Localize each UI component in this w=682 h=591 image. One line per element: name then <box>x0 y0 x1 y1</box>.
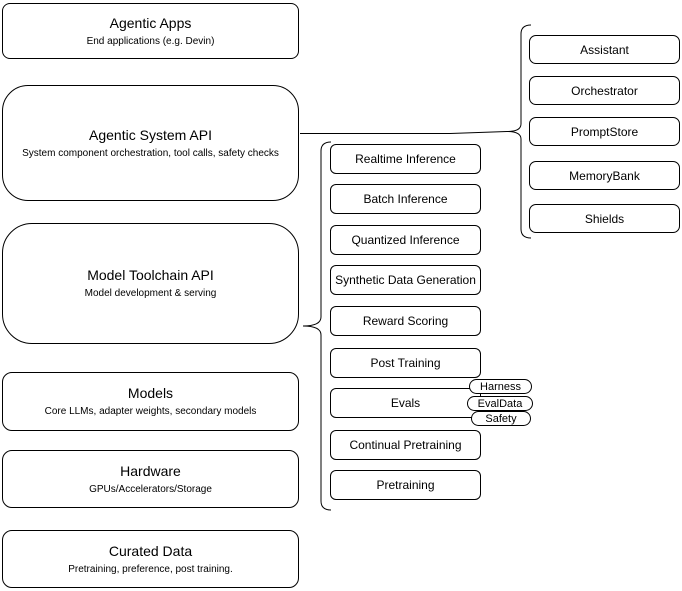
toolchain-item-reward-scoring: Reward Scoring <box>330 306 481 336</box>
node-model-toolchain-api: Model Toolchain API Model development & … <box>2 223 299 344</box>
node-subtitle: End applications (e.g. Devin) <box>86 35 215 47</box>
toolchain-item-post-training: Post Training <box>330 348 481 378</box>
node-subtitle: Model development & serving <box>84 288 217 299</box>
node-agentic-apps: Agentic Apps End applications (e.g. Devi… <box>2 3 299 59</box>
system-component-promptstore: PromptStore <box>529 117 680 146</box>
system-api-brace <box>506 24 532 239</box>
node-hardware: Hardware GPUs/Accelerators/Storage <box>2 450 299 508</box>
node-title: Agentic System API <box>89 126 212 143</box>
evals-tag-evaldata: EvalData <box>467 396 533 411</box>
system-component-shields: Shields <box>529 204 680 233</box>
node-models: Models Core LLMs, adapter weights, secon… <box>2 372 299 431</box>
node-subtitle: System component orchestration, tool cal… <box>22 147 279 159</box>
toolchain-item-quantized-inference: Quantized Inference <box>330 225 481 255</box>
toolchain-item-pretraining: Pretraining <box>330 470 481 500</box>
system-api-connector-line <box>300 131 508 134</box>
node-title: Curated Data <box>108 542 193 559</box>
system-component-memorybank: MemoryBank <box>529 161 680 190</box>
evals-tag-safety: Safety <box>471 411 531 426</box>
node-title: Models <box>127 385 174 401</box>
toolchain-item-batch-inference: Batch Inference <box>330 184 481 214</box>
toolchain-item-realtime-inference: Realtime Inference <box>330 144 481 174</box>
toolchain-item-synthetic-data-generation: Synthetic Data Generation <box>330 265 481 295</box>
node-title: Agentic Apps <box>109 14 192 31</box>
evals-tag-harness: Harness <box>469 379 532 394</box>
node-title: Hardware <box>120 462 181 479</box>
toolchain-brace <box>302 141 332 511</box>
node-curated-data: Curated Data Pretraining, preference, po… <box>2 530 299 588</box>
system-component-orchestrator: Orchestrator <box>529 76 680 105</box>
node-subtitle: GPUs/Accelerators/Storage <box>89 483 212 495</box>
node-title: Model Toolchain API <box>87 267 214 283</box>
toolchain-item-evals: Evals <box>330 388 481 418</box>
node-subtitle: Core LLMs, adapter weights, secondary mo… <box>44 406 257 417</box>
system-component-assistant: Assistant <box>529 35 680 64</box>
node-subtitle: Pretraining, preference, post training. <box>68 563 233 575</box>
node-agentic-system-api: Agentic System API System component orch… <box>2 85 299 201</box>
toolchain-item-continual-pretraining: Continual Pretraining <box>330 430 481 460</box>
